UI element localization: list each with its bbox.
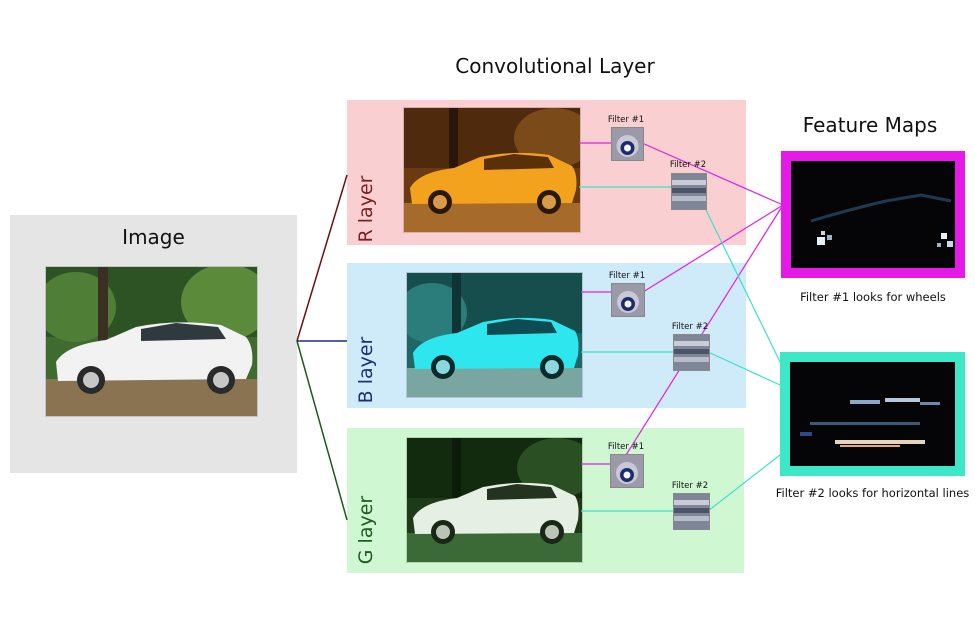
feature-map-1-image — [791, 161, 955, 268]
car-photo-g-svg — [407, 438, 582, 562]
car-photo-original-svg — [46, 267, 257, 416]
car-photo-original — [45, 266, 258, 417]
conv-layer-title: Convolutional Layer — [455, 54, 655, 78]
filter1-kernel-icon — [612, 284, 644, 316]
image-title: Image — [122, 225, 185, 249]
b-filter2-fm2-line — [707, 351, 781, 386]
r-filter1-fm1-line — [641, 142, 784, 206]
car-photo-b — [406, 272, 583, 398]
g-filter2-fm2-line — [707, 454, 781, 512]
filter2-kernel-icon — [674, 335, 709, 370]
feature-map-2-svg — [790, 362, 955, 466]
connector-image-g — [296, 340, 348, 521]
r-filter1-caption: Filter #1 — [607, 115, 645, 125]
g-filter1-kernel — [610, 454, 644, 488]
filter1-kernel-icon — [611, 455, 643, 487]
car-photo-r-svg — [404, 108, 580, 232]
b-filter1-kernel — [611, 283, 645, 317]
car-photo-r — [403, 107, 581, 233]
feature-map-2 — [780, 352, 965, 476]
b-filter2-caption: Filter #2 — [671, 322, 709, 332]
r-filter1-kernel — [611, 127, 644, 161]
b-filter2-kernel — [673, 334, 710, 371]
feature-map-2-image — [790, 362, 955, 466]
filter2-kernel-icon — [674, 494, 709, 529]
filter1-kernel-icon — [612, 128, 643, 160]
feature-map-1 — [781, 151, 965, 278]
g-filter1-caption: Filter #1 — [607, 442, 645, 452]
car-photo-b-svg — [407, 273, 582, 397]
feature-map-1-svg — [791, 161, 955, 268]
feature-maps-title: Feature Maps — [802, 113, 938, 137]
b-filter1-fm1-line — [642, 204, 784, 293]
r-filter2-fm2-line — [704, 207, 784, 369]
b-filter1-caption: Filter #1 — [608, 271, 646, 281]
r-filter2-kernel — [671, 173, 707, 210]
feature-map-1-caption: Filter #1 looks for wheels — [800, 290, 946, 304]
g-filter1-fm1-line — [625, 204, 784, 456]
feature-map-2-caption: Filter #2 looks for horizontal lines — [775, 486, 970, 500]
filter2-kernel-icon — [672, 174, 706, 209]
r-filter2-caption: Filter #2 — [669, 160, 707, 170]
car-photo-g — [406, 437, 583, 563]
connector-image-r — [296, 174, 348, 342]
g-filter2-kernel — [673, 493, 710, 530]
g-filter2-caption: Filter #2 — [671, 481, 709, 491]
